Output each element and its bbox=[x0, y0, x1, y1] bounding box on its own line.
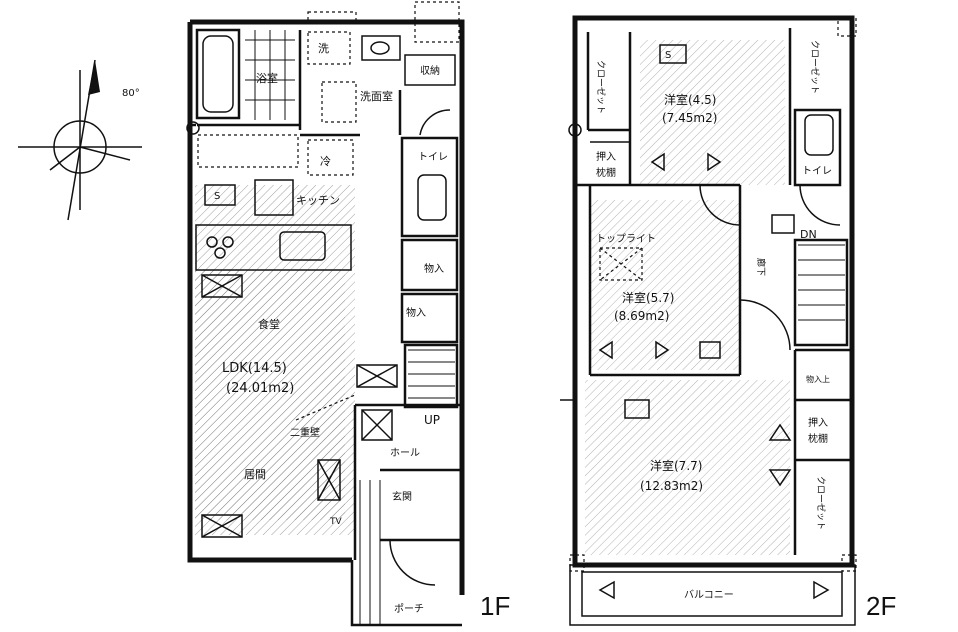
storage2-label: 物入 bbox=[406, 306, 426, 319]
floor-2f-label: 2F bbox=[866, 591, 896, 621]
arrow-head-icon bbox=[88, 60, 100, 95]
living-label: 居間 bbox=[244, 468, 266, 481]
ceiling-label: 二重壁 bbox=[290, 426, 320, 439]
toplight-label: トップライト bbox=[596, 233, 656, 245]
oshiire2-label: 押入 bbox=[808, 416, 828, 429]
balcony-label: バルコニー bbox=[684, 589, 734, 601]
compass-angle: 80° bbox=[122, 88, 140, 99]
hall-label: ホール bbox=[390, 447, 420, 459]
tv-label: TV bbox=[329, 517, 342, 527]
bathtub bbox=[195, 28, 241, 120]
entrance-label: 玄関 bbox=[392, 490, 412, 503]
makura1-label: 枕棚 bbox=[596, 166, 616, 179]
toilet-1f-label: トイレ bbox=[418, 152, 448, 163]
storage1-label: 物入 bbox=[424, 262, 444, 275]
room57-area: (8.69m2) bbox=[614, 309, 669, 323]
storage-small-label: 収納 bbox=[420, 64, 440, 77]
room57-label: 洋室(5.7) bbox=[622, 290, 674, 305]
kitchen-counter bbox=[195, 224, 352, 271]
floor-1f-label: 1F bbox=[480, 591, 510, 621]
dn-label: DN bbox=[800, 228, 817, 241]
dining-label: 食堂 bbox=[258, 317, 280, 331]
bath-label: 浴室 bbox=[256, 71, 278, 85]
room45-label: 洋室(4.5) bbox=[664, 92, 716, 107]
closet-right-label: クローゼット bbox=[815, 476, 827, 530]
ldk-area-label: (24.01m2) bbox=[226, 381, 294, 396]
floor-2f: S 洋室(4.5) (7.45m2) クローゼット クローゼット トイレ 押入 … bbox=[560, 15, 896, 626]
wash-label: 洗 bbox=[318, 42, 329, 55]
kitchen-label: キッチン bbox=[296, 194, 340, 207]
closet1-label: クローゼット bbox=[595, 60, 607, 114]
room77-label: 洋室(7.7) bbox=[650, 458, 702, 473]
s-mark-1f: S bbox=[214, 191, 220, 202]
wash-basin bbox=[361, 35, 401, 61]
porch-label: ポーチ bbox=[394, 603, 424, 615]
room77-area: (12.83m2) bbox=[640, 479, 703, 493]
washroom-label: 洗面室 bbox=[360, 89, 393, 103]
toilet-2f-label: トイレ bbox=[802, 166, 832, 177]
storage-top-label: 物入上 bbox=[806, 374, 830, 384]
floor-1f: 浴室 洗 洗面室 収納 冷 トイレ キッチン S 物入 物入 食堂 LDK(14… bbox=[186, 1, 510, 627]
makura2-label: 枕棚 bbox=[808, 432, 828, 445]
up-label: UP bbox=[424, 413, 440, 427]
room45-area: (7.45m2) bbox=[662, 111, 717, 125]
oshiire1-label: 押入 bbox=[596, 150, 616, 163]
compass: 80° bbox=[18, 59, 142, 221]
toilet-fixture bbox=[417, 174, 447, 221]
fridge-label: 冷 bbox=[320, 155, 331, 168]
ldk-label: LDK(14.5) bbox=[222, 361, 287, 376]
s-mark-2f: S bbox=[665, 50, 671, 61]
closet-top-right-label: クローゼット bbox=[809, 40, 821, 94]
corridor-label: 廊下 bbox=[755, 258, 767, 276]
